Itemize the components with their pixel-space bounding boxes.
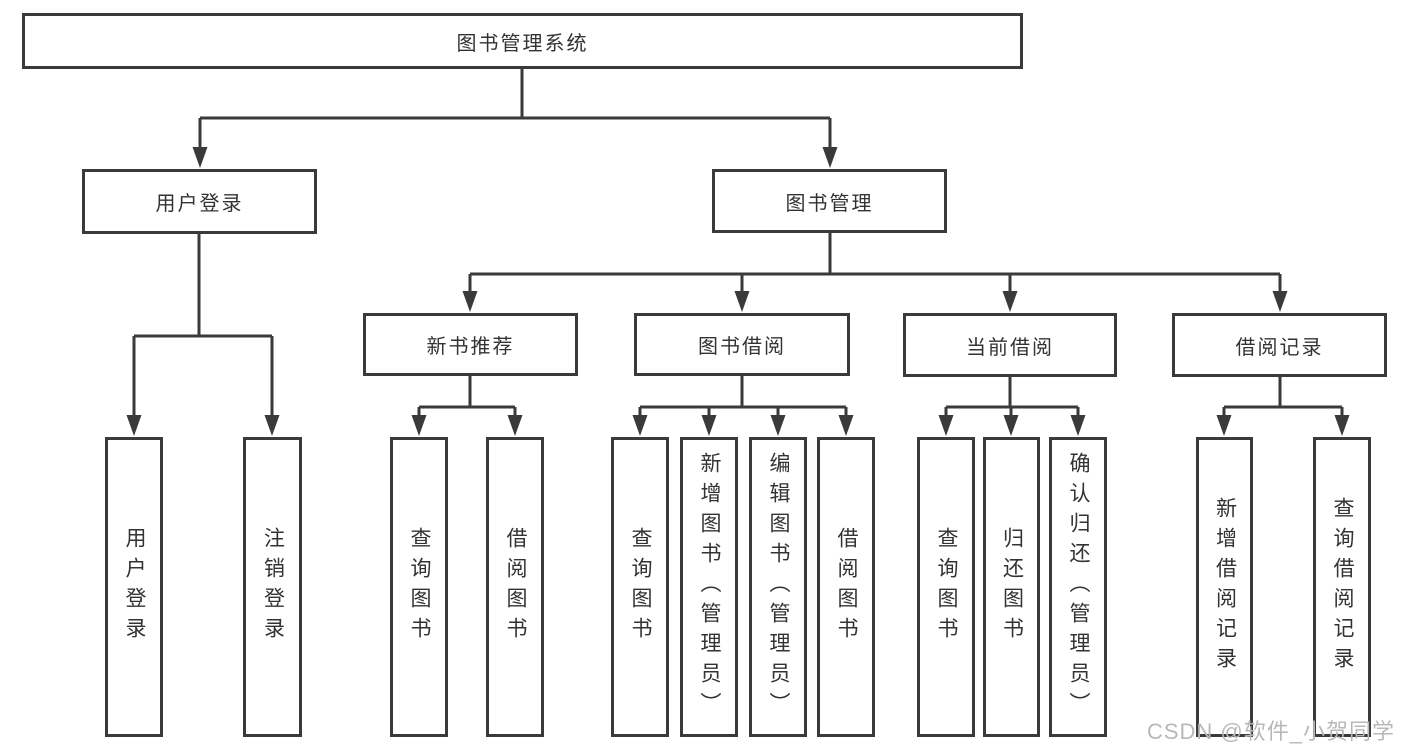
- leaf-logout: 注销登录: [243, 437, 302, 737]
- node-book-management: 图书管理: [712, 169, 947, 233]
- leaf-borrow-books-recommend: 借阅图书: [486, 437, 544, 737]
- leaf-return-books: 归还图书: [983, 437, 1040, 737]
- node-library-management-system: 图书管理系统: [22, 13, 1023, 69]
- leaf-query-books-recommend: 查询图书: [390, 437, 448, 737]
- leaf-query-borrow-record: 查询借阅记录: [1313, 437, 1371, 737]
- connector-user-login-split: [126, 234, 280, 436]
- node-current-borrowing: 当前借阅: [903, 313, 1117, 377]
- node-new-book-recommendation: 新书推荐: [363, 313, 578, 376]
- connector-current-borrow-split: [938, 376, 1086, 436]
- csdn-watermark: CSDN @软件_小贺同学: [1146, 719, 1395, 744]
- leaf-query-books-current: 查询图书: [917, 437, 975, 737]
- connector-book-borrow-split: [632, 376, 854, 436]
- leaf-edit-books-admin: 编辑图书（管理员）: [749, 437, 807, 737]
- connector-root-split: [192, 69, 838, 168]
- node-borrowing-records: 借阅记录: [1172, 313, 1387, 377]
- node-book-borrowing: 图书借阅: [634, 313, 850, 376]
- leaf-confirm-return-admin: 确认归还（管理员）: [1049, 437, 1107, 737]
- leaf-add-books-admin: 新增图书（管理员）: [680, 437, 738, 737]
- leaf-add-borrow-record: 新增借阅记录: [1196, 437, 1253, 737]
- leaf-query-books-borrow: 查询图书: [611, 437, 669, 737]
- connector-new-book-split: [411, 376, 523, 436]
- leaf-user-login: 用户登录: [105, 437, 163, 737]
- leaf-borrow-books: 借阅图书: [817, 437, 875, 737]
- connector-book-management-split: [462, 233, 1288, 312]
- node-user-login: 用户登录: [82, 169, 317, 234]
- connector-borrow-record-split: [1216, 376, 1350, 436]
